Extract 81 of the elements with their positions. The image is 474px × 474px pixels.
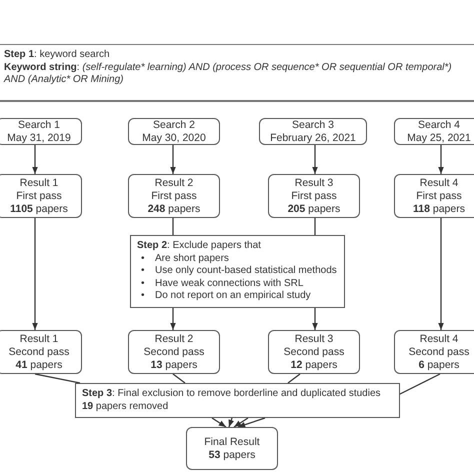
process-box [0, 174, 82, 218]
bullet-mark: • [141, 252, 146, 265]
arrow [312, 145, 318, 174]
box-text: Final Result [203, 436, 261, 448]
arrow [438, 218, 444, 330]
box-text: First pass [290, 190, 338, 202]
arrow [212, 418, 226, 428]
box-text: Second pass [142, 346, 206, 358]
process-box [128, 174, 220, 218]
box-text: May 31, 2019 [6, 132, 72, 144]
process-box [186, 427, 278, 470]
step-text: Step 1: keyword search [4, 49, 111, 62]
box-text: Search 2 [152, 118, 196, 132]
process-box [128, 330, 220, 374]
box-text: Result 3 [294, 176, 334, 190]
process-box [259, 118, 367, 145]
box-text: 41 papers [14, 358, 64, 372]
connector-line [172, 218, 174, 235]
bullet-mark: • [141, 290, 146, 302]
arrow [32, 145, 38, 174]
box-text: 19 papers removed [82, 400, 170, 413]
process-box [128, 118, 220, 145]
box-text: 1105 papers [9, 202, 69, 216]
box-text: Result 1 [18, 176, 60, 190]
bullet-text: Use only count-based statistical methods [155, 265, 337, 278]
arrow [438, 145, 444, 174]
process-box [268, 330, 360, 374]
box-text: May 30, 2020 [141, 132, 207, 144]
connector-line [314, 218, 316, 235]
arrow [312, 308, 318, 330]
bullet-mark: • [141, 265, 146, 278]
box-text: Result 4 [418, 176, 460, 190]
box-text: 53 papers [208, 448, 256, 462]
box-text: 118 papers [412, 202, 466, 216]
box-text: First pass [15, 190, 63, 202]
bullet-text: Do not report on an empirical study [155, 290, 311, 302]
process-box [394, 118, 474, 145]
keyword-string: Keyword string: (self-regulate* learning) AND (process OR sequence* OR sequential OR temporal*) AND (Analytic* OR Mining) [4, 62, 453, 86]
bullet-mark: • [141, 278, 146, 290]
process-box [394, 174, 474, 218]
process-box [394, 330, 474, 374]
process-box [268, 174, 360, 218]
box-text: February 26, 2021 [269, 132, 357, 144]
step-box [130, 235, 345, 308]
arrow [228, 418, 234, 428]
process-box [0, 118, 82, 145]
arrow [170, 308, 176, 330]
connector-line [288, 374, 300, 384]
arrow [32, 218, 38, 330]
box-text: Result 2 [154, 332, 194, 346]
box-text: Result 4 [418, 332, 460, 346]
arrow [238, 417, 266, 428]
box-text: Result 1 [18, 332, 60, 346]
step-box [0, 44, 474, 102]
box-text: Search 4 [416, 118, 462, 132]
arrow [234, 418, 248, 428]
box-text: Step 3: Final exclusion to remove borderline and duplicated studies [82, 388, 382, 400]
box-text: Search 1 [16, 118, 62, 132]
connector-line [34, 373, 80, 384]
box-text: 6 papers [418, 358, 460, 372]
connector-line [172, 374, 186, 384]
arrow [170, 145, 176, 174]
bullet-text: Have weak connections with SRL [155, 278, 304, 290]
box-text: 13 papers [150, 358, 198, 372]
step-heading: Step 2: Exclude papers that [137, 240, 262, 252]
box-text: 12 papers [290, 358, 338, 372]
box-text: 248 papers [146, 202, 202, 216]
box-text: First pass [415, 190, 463, 202]
box-text: Result 2 [154, 176, 194, 190]
bullet-text: Are short papers [155, 252, 229, 265]
box-text: First pass [150, 190, 198, 202]
step-box [75, 383, 400, 418]
process-box [0, 330, 82, 374]
box-text: Search 3 [290, 118, 336, 132]
box-text: 205 papers [286, 202, 342, 216]
connector-line [398, 373, 440, 396]
box-text: May 25, 2021 [406, 132, 472, 144]
box-text: Second pass [282, 346, 346, 358]
box-text: Result 3 [294, 332, 334, 346]
box-text: Second pass [408, 346, 470, 358]
box-text: Second pass [8, 346, 70, 358]
